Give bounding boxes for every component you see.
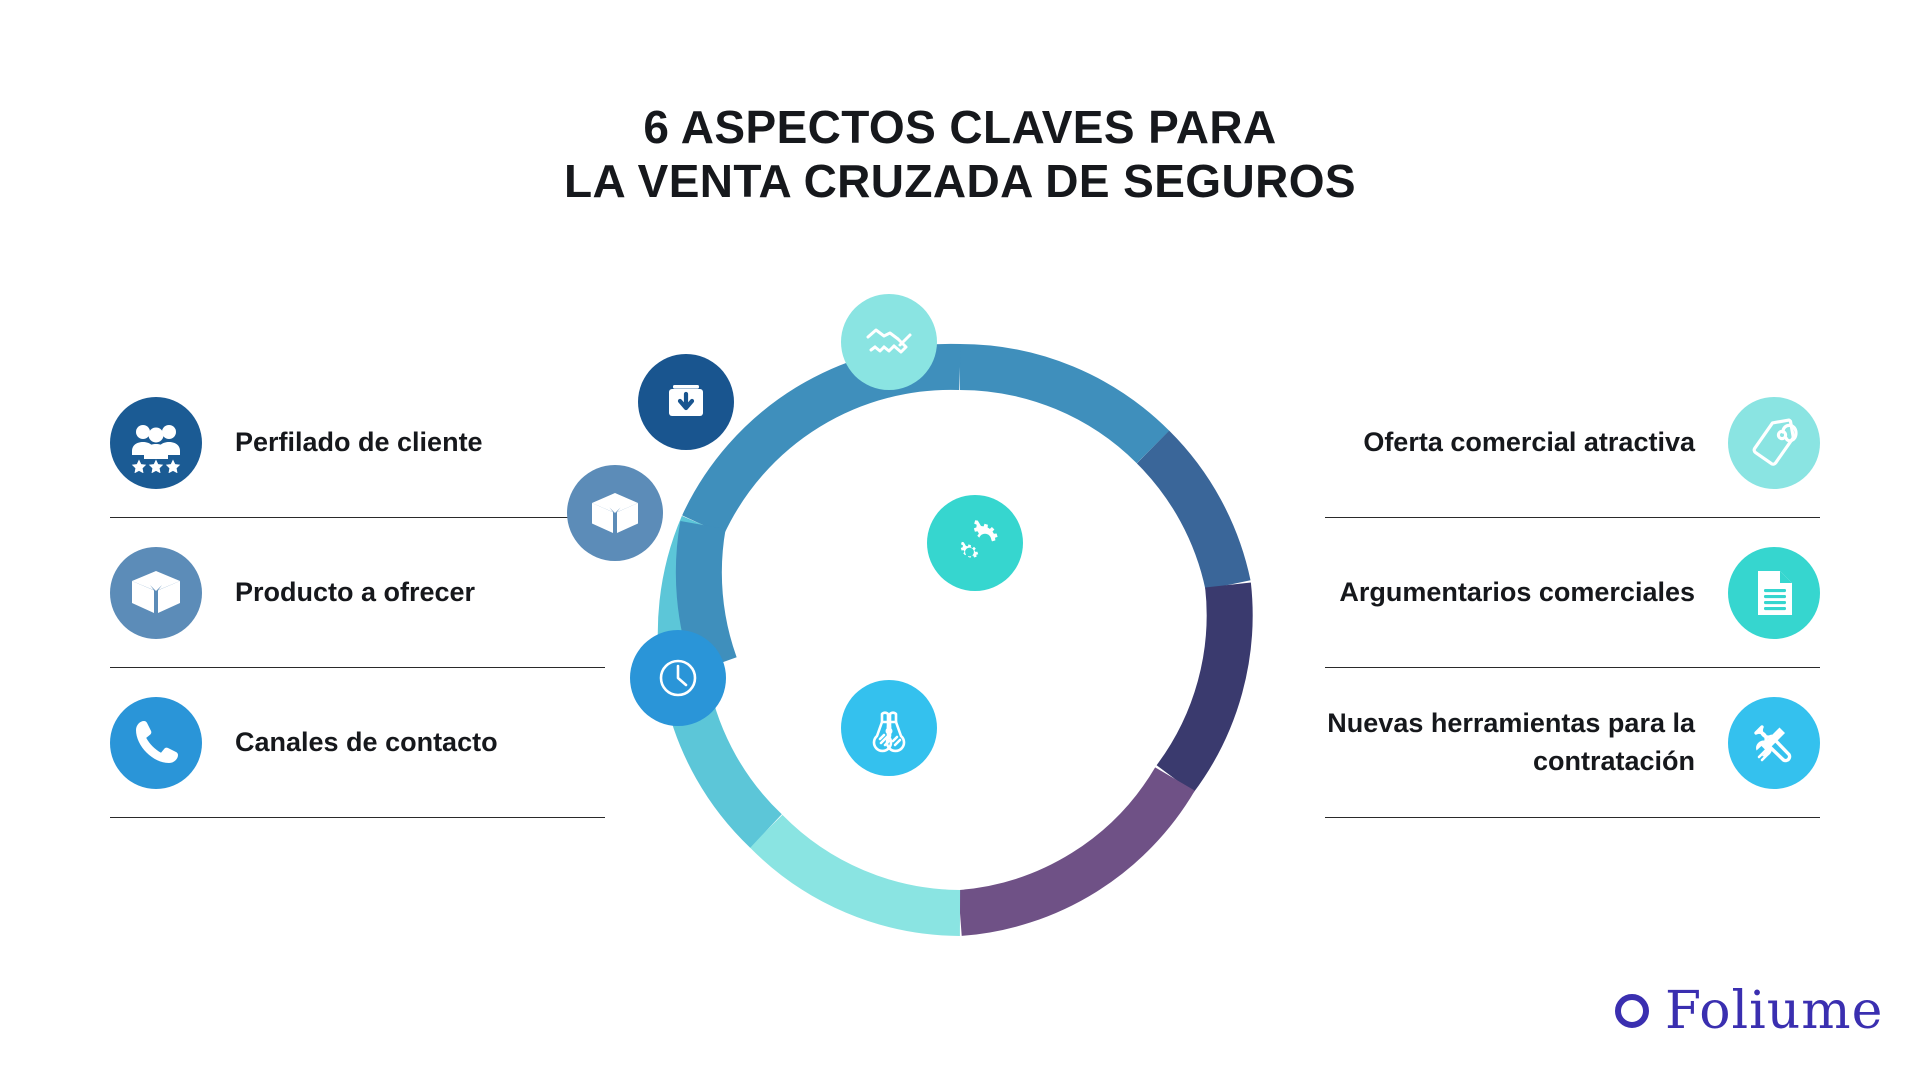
list-item-canales-de-contacto[interactable]: Canales de contacto [110,668,605,818]
ring-segment-3 [1156,582,1253,793]
tools-icon [1728,696,1820,789]
node-gears[interactable] [927,495,1023,591]
left-items-column: Perfilado de cliente Producto a ofrecer … [110,368,605,818]
ring-segment-4 [957,767,1195,936]
list-item-producto-a-ofrecer[interactable]: Producto a ofrecer [110,518,605,668]
list-item-perfilado-de-cliente[interactable]: Perfilado de cliente [110,368,605,518]
list-item-label: Oferta comercial atractiva [1363,426,1695,457]
foliume-logo: Foliume [1615,985,1883,1037]
people-stars-icon [110,396,202,489]
list-item-label: Nuevas herramientas para la contratación [1327,708,1695,776]
list-item-label: Perfilado de cliente [235,426,483,457]
ring-segment-7 [682,343,961,535]
node-handshake[interactable] [841,294,937,390]
list-item-label: Argumentarios comerciales [1339,576,1695,607]
phone-icon [110,696,202,789]
list-item-argumentarios-comerciales[interactable]: Argumentarios comerciales [1325,518,1820,668]
list-item-oferta-comercial-atractiva[interactable]: Oferta comercial atractiva [1325,368,1820,518]
document-icon [1728,546,1820,639]
list-item-label: Producto a ofrecer [235,576,476,607]
title-line-2: LA VENTA CRUZADA DE SEGUROS [564,155,1356,208]
page-title: 6 ASPECTOS CLAVES PARA LA VENTA CRUZADA … [0,100,1920,209]
node-clock[interactable] [630,630,726,726]
node-binoculars[interactable] [841,680,937,776]
process-ring-diagram [567,294,1265,945]
ring-segment-5 [749,814,961,936]
ring-segment-2 [1136,430,1251,591]
circle-o-mark-icon [1615,994,1649,1028]
box-icon [110,546,202,639]
ring-segment-1 [959,344,1170,464]
node-box[interactable] [567,465,663,561]
logo-text: Foliume [1665,981,1884,1041]
list-item-label: Canales de contacto [235,726,498,757]
node-inbox-down[interactable] [638,354,734,450]
list-item-nuevas-herramientas[interactable]: Nuevas herramientas para la contratación [1325,668,1820,818]
title-line-1: 6 ASPECTOS CLAVES PARA [643,101,1277,153]
price-tag-icon [1728,396,1820,489]
right-items-column: Oferta comercial atractiva Argumentarios… [1325,368,1820,818]
